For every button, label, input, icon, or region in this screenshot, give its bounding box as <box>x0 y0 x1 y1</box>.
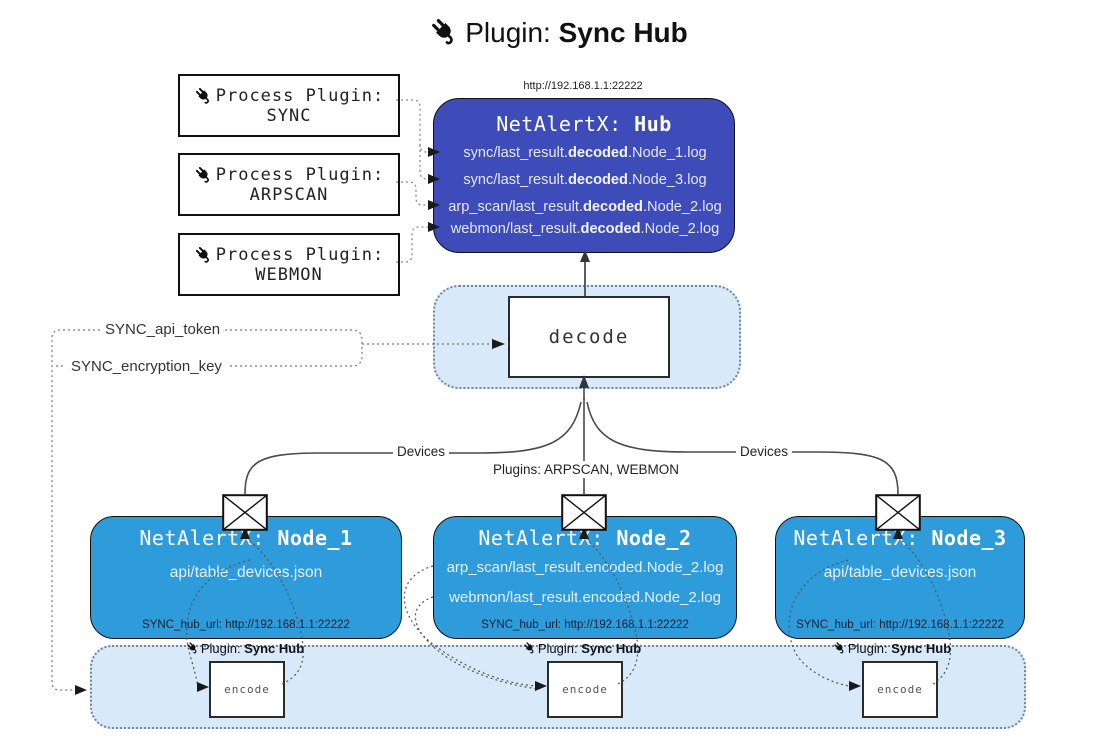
sync-api-token-label: SYNC_api_token <box>100 320 226 339</box>
process-plugin-label: Process Plugin: <box>215 244 385 265</box>
process-plugin-arpscan: Process Plugin: ARPSCAN <box>178 153 400 216</box>
hub-log-line: sync/last_result.decoded.Node_1.log <box>463 145 707 161</box>
node-hub-url: SYNC_hub_url: http://192.168.1.1:22222 <box>142 619 350 631</box>
plug-icon <box>833 641 847 655</box>
process-plugin-label: Process Plugin: <box>215 85 385 106</box>
hub-log-line: arp_scan/last_result.decoded.Node_2.log <box>448 199 722 215</box>
encode-plugin-label: Plugin: Sync Hub <box>497 641 667 656</box>
plug-icon <box>186 641 200 655</box>
process-plugin-webmon: Process Plugin: WEBMON <box>178 233 400 296</box>
node-file: api/table_devices.json <box>169 564 323 581</box>
plug-icon <box>429 16 461 48</box>
envelope-icon <box>875 494 921 531</box>
hub-log-line: sync/last_result.decoded.Node_3.log <box>463 172 707 188</box>
hub-title: NetAlertX: Hub <box>496 112 672 136</box>
decode-box: decode <box>508 296 670 378</box>
node-3: NetAlertX: Node_3 api/table_devices.json… <box>775 516 1025 639</box>
plug-icon <box>523 641 537 655</box>
title-name: Sync Hub <box>558 17 688 48</box>
envelope-icon <box>222 494 268 531</box>
encode-plugin-label: Plugin: Sync Hub <box>160 641 330 656</box>
process-plugin-name: WEBMON <box>255 264 323 285</box>
process-plugin-sync: Process Plugin: SYNC <box>178 74 400 137</box>
hub-log-line: webmon/last_result.decoded.Node_2.log <box>450 221 720 237</box>
process-plugin-name: ARPSCAN <box>249 184 329 205</box>
node-file: webmon/last_result.encoded.Node_2.log <box>449 589 721 606</box>
sync-encryption-key-label: SYNC_encryption_key <box>66 357 227 376</box>
encode-plugin-label: Plugin: Sync Hub <box>807 641 977 656</box>
node-file: arp_scan/last_result.encoded.Node_2.log <box>446 559 724 576</box>
plug-icon <box>194 165 214 185</box>
devices-label-left: Devices <box>392 443 450 460</box>
node-1: NetAlertX: Node_1 api/table_devices.json… <box>90 516 402 639</box>
plugins-label-center: Plugins: ARPSCAN, WEBMON <box>488 461 684 478</box>
encode-box-1: encode <box>209 661 285 718</box>
process-plugin-name: SYNC <box>266 105 312 126</box>
devices-label-right: Devices <box>735 443 793 460</box>
page-title: Plugin: Sync Hub <box>0 16 1117 49</box>
node-file: api/table_devices.json <box>823 564 977 581</box>
process-plugin-label: Process Plugin: <box>215 164 385 185</box>
hub-url: http://192.168.1.1:22222 <box>523 80 643 92</box>
encode-box-2: encode <box>547 661 623 718</box>
title-prefix: Plugin: <box>465 17 559 48</box>
node-2: NetAlertX: Node_2 arp_scan/last_result.e… <box>433 516 737 639</box>
hub-node: NetAlertX: Hub sync/last_result.decoded.… <box>433 98 735 253</box>
plug-icon <box>194 86 214 106</box>
envelope-icon <box>561 494 607 531</box>
node-hub-url: SYNC_hub_url: http://192.168.1.1:22222 <box>481 619 689 631</box>
plug-icon <box>194 245 214 265</box>
encode-box-3: encode <box>862 661 938 718</box>
node-hub-url: SYNC_hub_url: http://192.168.1.1:22222 <box>796 619 1004 631</box>
